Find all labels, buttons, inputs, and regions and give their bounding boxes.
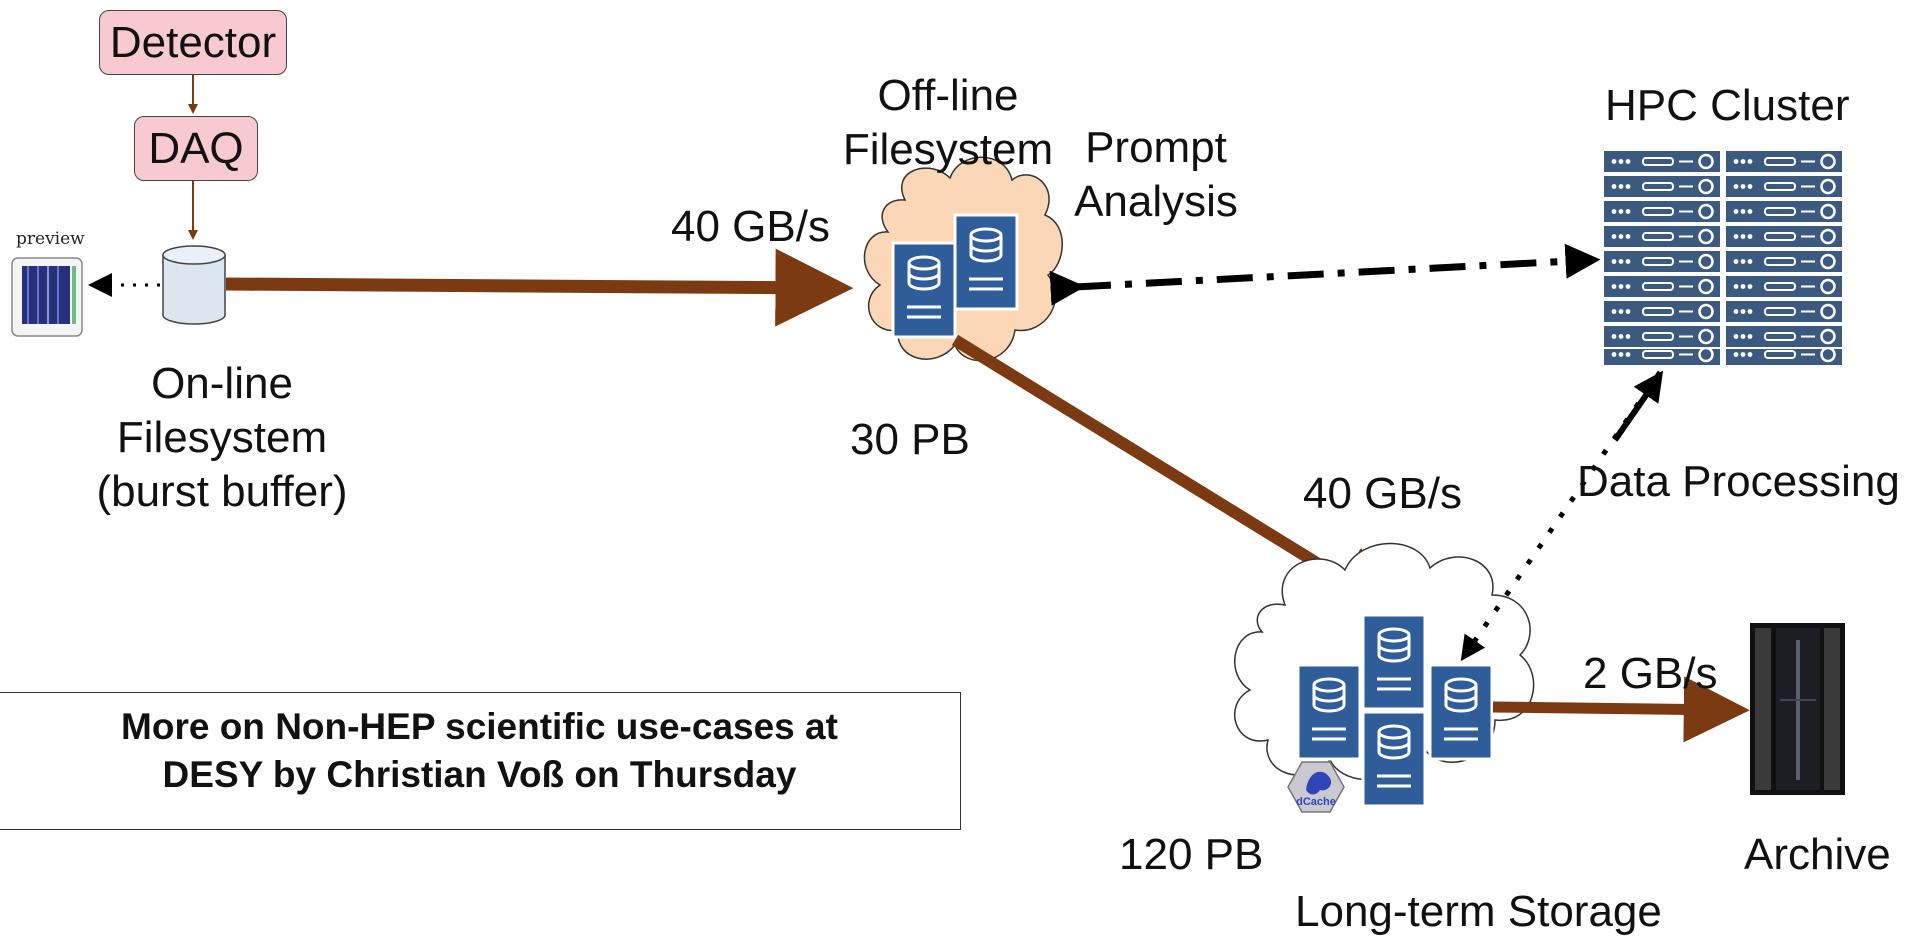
offline-server-icon-1 bbox=[891, 241, 957, 339]
online-fs-line-2: Filesystem bbox=[116, 413, 328, 462]
hpc-cluster-label: HPC Cluster bbox=[1605, 81, 1850, 130]
longterm-server-icon-1 bbox=[1296, 663, 1362, 761]
longterm-storage-label: Long-term Storage bbox=[1295, 887, 1662, 936]
rate-offline-longterm: 40 GB/s bbox=[1303, 469, 1462, 518]
edge-longterm-hpc bbox=[1612, 370, 1664, 442]
prompt-analysis-text: Prompt Analysis bbox=[1061, 121, 1251, 229]
archive-label: Archive bbox=[1744, 830, 1891, 879]
offline-fs-label: Off-line Filesystem bbox=[818, 69, 1078, 177]
hpc-rack-icon bbox=[1601, 148, 1845, 368]
edge-online-offline bbox=[225, 248, 854, 327]
archive-tape-library-image bbox=[1750, 623, 1845, 795]
rate-longterm-archive: 2 GB/s bbox=[1583, 649, 1718, 698]
talk-note-box: More on Non-HEP scientific use-cases at … bbox=[0, 692, 961, 830]
prompt-line: Prompt bbox=[1085, 123, 1227, 172]
preview-label: preview bbox=[16, 229, 85, 249]
talk-note-line-1: More on Non-HEP scientific use-cases at bbox=[121, 706, 838, 747]
dcache-logo-text: dCache bbox=[1296, 796, 1336, 808]
daq-box: DAQ bbox=[134, 116, 258, 181]
data-processing-label: Data Processing bbox=[1577, 457, 1900, 506]
longterm-server-icon-3 bbox=[1428, 663, 1494, 761]
online-fs-line-3: (burst buffer) bbox=[96, 467, 348, 516]
online-fs-label: On-line Filesystem (burst buffer) bbox=[72, 357, 372, 519]
online-storage-cylinder-icon bbox=[162, 245, 226, 325]
rate-online-offline: 40 GB/s bbox=[671, 202, 830, 251]
offline-capacity: 30 PB bbox=[850, 415, 970, 464]
preview-thumbnail bbox=[11, 257, 83, 337]
detector-box: Detector bbox=[99, 10, 287, 75]
offline-server-icon-2 bbox=[953, 213, 1019, 311]
online-fs-line-1: On-line bbox=[151, 359, 293, 408]
offline-fs-line-2: Filesystem bbox=[842, 125, 1054, 174]
analysis-line: Analysis bbox=[1074, 177, 1238, 226]
longterm-server-icon-4 bbox=[1361, 710, 1427, 808]
talk-note-line-2: DESY by Christian Voß on Thursday bbox=[162, 754, 797, 795]
edge-offline-hpc bbox=[1049, 243, 1601, 306]
dcache-logo-icon: dCache bbox=[1287, 761, 1345, 813]
longterm-capacity: 120 PB bbox=[1119, 830, 1264, 879]
longterm-server-icon-2 bbox=[1361, 613, 1427, 711]
offline-fs-line-1: Off-line bbox=[877, 71, 1019, 120]
edge-longterm-archive bbox=[1492, 676, 1750, 743]
